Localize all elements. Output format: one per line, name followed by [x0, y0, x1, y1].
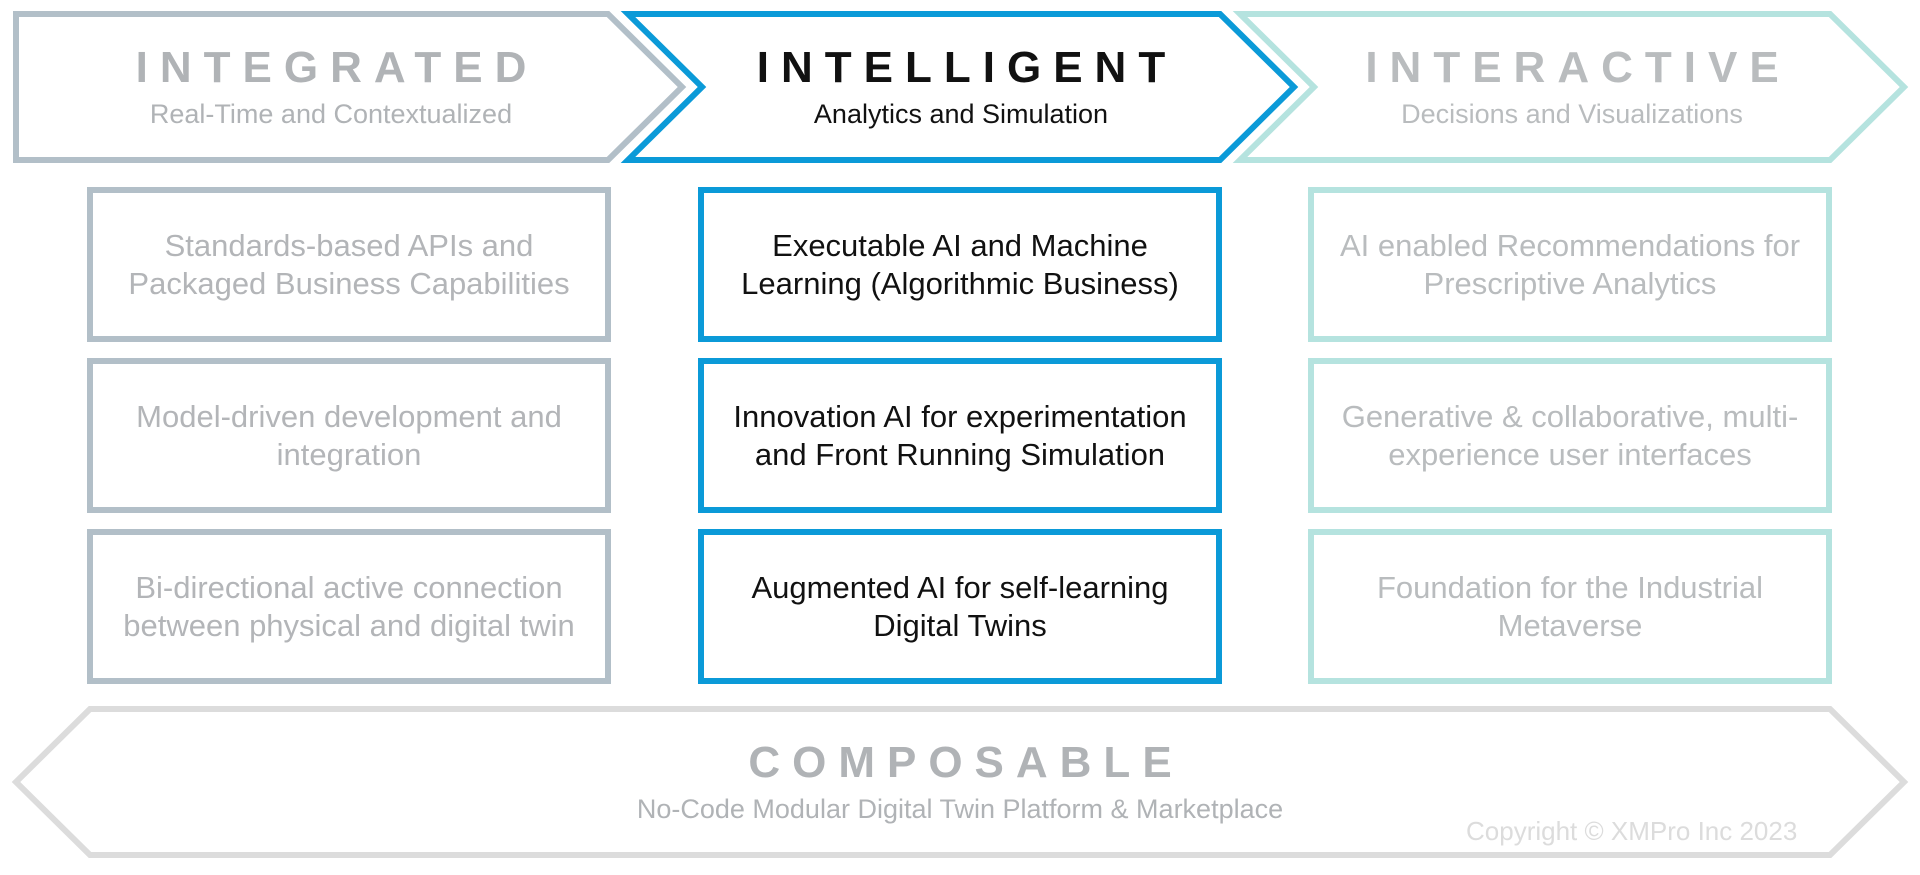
- integrated-box-3-text: Bi-directional active connection between…: [123, 569, 575, 643]
- intelligent-box-1-text: Executable AI and Machine Learning (Algo…: [741, 227, 1179, 301]
- interactive-box-3-text: Foundation for the Industrial Metaverse: [1376, 569, 1764, 643]
- integrated-subtitle: Real-Time and Contextualized: [149, 99, 513, 129]
- composable-subtitle: No-Code Modular Digital Twin Platform & …: [636, 794, 1284, 824]
- integrated-box-3: Bi-directional active connection between…: [87, 529, 611, 684]
- integrated-box-2: Model-driven development and integration: [87, 358, 611, 513]
- interactive-box-2: Generative & collaborative, multi-experi…: [1308, 358, 1832, 513]
- integrated-chevron: [13, 11, 687, 163]
- interactive-chevron: [1232, 11, 1909, 163]
- intelligent-box-2-text: Innovation AI for experimentation and Fr…: [733, 398, 1187, 472]
- composable-title: COMPOSABLE: [748, 738, 1184, 787]
- integrated-title: INTEGRATED: [135, 43, 539, 92]
- interactive-box-1: AI enabled Recommendations for Prescript…: [1308, 187, 1832, 342]
- integrated-box-2-text: Model-driven development and integration: [136, 398, 562, 472]
- intelligent-box-2: Innovation AI for experimentation and Fr…: [698, 358, 1222, 513]
- intelligent-box-1: Executable AI and Machine Learning (Algo…: [698, 187, 1222, 342]
- intelligent-chevron: [620, 11, 1299, 163]
- integrated-box-1: Standards-based APIs and Packaged Busine…: [87, 187, 611, 342]
- interactive-subtitle: Decisions and Visualizations: [1401, 99, 1743, 129]
- intelligent-header: INTELLIGENT Analytics and Simulation: [665, 14, 1257, 160]
- interactive-title: INTERACTIVE: [1365, 43, 1791, 92]
- intelligent-title: INTELLIGENT: [756, 43, 1178, 92]
- interactive-box-3: Foundation for the Industrial Metaverse: [1308, 529, 1832, 684]
- copyright-notice: Copyright © XMPro Inc 2023: [1466, 816, 1798, 846]
- interactive-box-2-text: Generative & collaborative, multi-experi…: [1341, 398, 1799, 472]
- composable-banner: [11, 706, 1909, 858]
- interactive-box-1-text: AI enabled Recommendations for Prescript…: [1339, 227, 1801, 301]
- intelligent-subtitle: Analytics and Simulation: [813, 99, 1109, 129]
- intelligent-box-3: Augmented AI for self-learning Digital T…: [698, 529, 1222, 684]
- intelligent-box-3-text: Augmented AI for self-learning Digital T…: [751, 569, 1169, 643]
- integrated-header: INTEGRATED Real-Time and Contextualized: [16, 14, 646, 160]
- composable-header: COMPOSABLE No-Code Modular Digital Twin …: [16, 709, 1904, 855]
- integrated-box-1-text: Standards-based APIs and Packaged Busine…: [128, 227, 570, 301]
- interactive-header: INTERACTIVE Decisions and Visualizations: [1277, 14, 1867, 160]
